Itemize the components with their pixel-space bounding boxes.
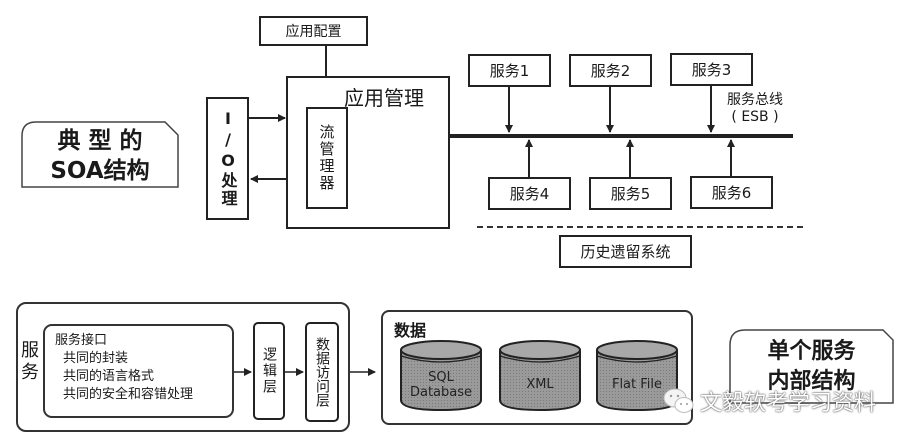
single-service-title-line2: 内部结构: [767, 369, 856, 394]
soa-title: 典 型 的 SOA结构: [22, 126, 178, 186]
logic-layer-label: 逻辑层: [261, 347, 277, 395]
soa-title-line2: SOA结构: [50, 158, 150, 184]
service-5-label: 服务5: [610, 185, 651, 203]
flow-manager-label: 流管理器: [317, 124, 336, 192]
esb-label-line2: ( ESB ): [731, 109, 779, 125]
esb-label: 服务总线 ( ESB ): [727, 92, 783, 126]
flow-manager-box: 流管理器: [306, 107, 348, 209]
app-management-label: 应用管理: [344, 86, 424, 110]
service-container: [16, 302, 350, 432]
flat-file-line1: Flat File: [611, 377, 663, 392]
interface-title: 服务接口: [55, 333, 108, 348]
data-access-layer-box: 数据访问层: [305, 322, 339, 422]
service-2-label: 服务2: [590, 62, 631, 80]
soa-title-line1: 典 型 的: [57, 128, 143, 154]
interface-item: 共同的语言格式: [63, 369, 155, 384]
service-label: 服务: [21, 340, 41, 384]
logic-layer-box: 逻辑层: [253, 322, 285, 420]
single-service-title-line1: 单个服务: [767, 339, 856, 364]
interface-item: 共同的封装: [63, 351, 129, 366]
service-2-box: 服务2: [569, 54, 652, 87]
esb-label-line1: 服务总线: [727, 92, 783, 108]
single-service-title: 单个服务 内部结构: [730, 334, 893, 400]
service-label-text: 服务: [21, 340, 39, 383]
io-processing-box: I/O处理: [206, 97, 249, 220]
xml-label: XML: [500, 377, 580, 392]
sql-database-line1: SQL: [428, 370, 454, 385]
cylinder-xml: [499, 340, 581, 412]
service-5-box: 服务5: [589, 177, 672, 210]
wechat-icon: [663, 388, 694, 413]
cylinder-sql-database: [400, 340, 482, 412]
flat-file-label: Flat File: [597, 377, 677, 392]
service-1-box: 服务1: [468, 54, 551, 87]
sql-database-line2: Database: [409, 385, 473, 400]
data-container: [381, 310, 693, 425]
service-4-box: 服务4: [488, 177, 571, 210]
service-6-label: 服务6: [711, 184, 752, 202]
xml-line1: XML: [526, 377, 554, 392]
data-access-layer-label: 数据访问层: [314, 337, 330, 407]
io-processing-label: I/O处理: [218, 109, 238, 208]
service-1-label: 服务1: [489, 62, 530, 80]
data-title: 数据: [394, 321, 427, 340]
service-3-box: 服务3: [670, 53, 753, 86]
service-interface-box: 服务接口 共同的封装 共同的语言格式 共同的安全和容错处理: [43, 324, 234, 418]
legacy-system-label: 历史遗留系统: [580, 243, 671, 261]
legacy-system-box: 历史遗留系统: [559, 235, 692, 268]
watermark-text: 文毅软考学习资料: [700, 391, 877, 416]
data-stores: [400, 340, 678, 412]
app-config-box: 应用配置: [259, 16, 368, 46]
app-config-label: 应用配置: [285, 24, 342, 40]
watermark: 文毅软考学习资料: [662, 385, 876, 417]
cylinder-flat-file: [596, 340, 678, 412]
service-3-label: 服务3: [691, 61, 732, 79]
service-6-box: 服务6: [690, 176, 773, 209]
service-4-label: 服务4: [509, 185, 550, 203]
interface-item: 共同的安全和容错处理: [63, 387, 194, 402]
sql-database-label: SQL Database: [401, 370, 481, 400]
